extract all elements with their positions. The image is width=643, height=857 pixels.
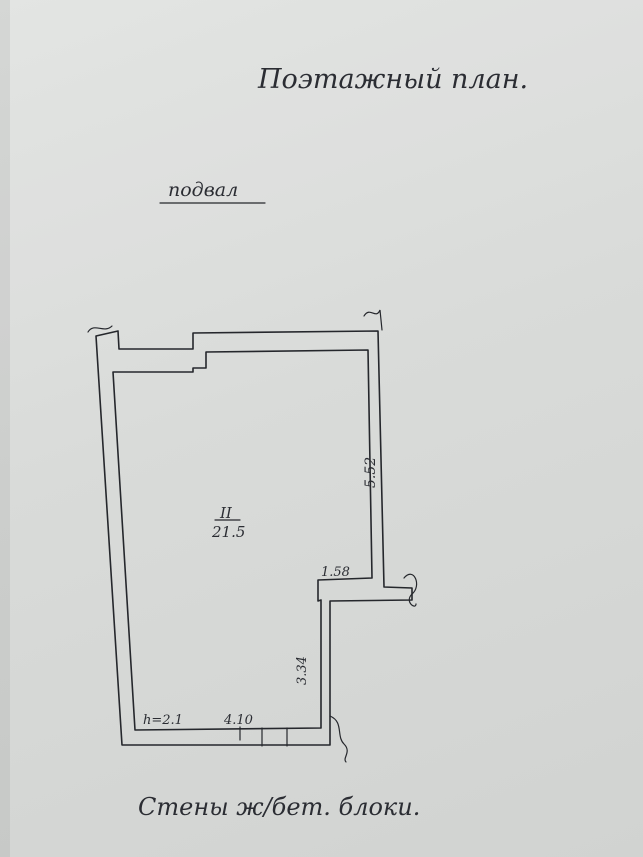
room-number: II xyxy=(219,504,233,522)
ceiling-height: h=2.1 xyxy=(143,713,183,728)
floor-label: подвал xyxy=(168,179,238,201)
inner-wall xyxy=(112,349,373,731)
dimension-bottom-wall: 4.10 xyxy=(223,713,253,728)
footer-note: Стены ж/бет. блоки. xyxy=(138,793,420,821)
dimension-notch-width: 1.58 xyxy=(321,565,350,580)
dimension-right-wall: 5.52 xyxy=(363,457,379,488)
document-title: Поэтажный план. xyxy=(257,64,528,95)
dimension-notch-height: 3.34 xyxy=(295,656,310,685)
outer-wall xyxy=(95,330,413,746)
room-area: 21.5 xyxy=(211,523,245,541)
wall-break-right-notch xyxy=(403,573,418,607)
wall-break-bottom-right xyxy=(329,715,348,763)
wall-break-top-left xyxy=(87,325,113,333)
paper-left-shadow xyxy=(0,0,10,857)
wall-break-top-right xyxy=(363,309,383,331)
